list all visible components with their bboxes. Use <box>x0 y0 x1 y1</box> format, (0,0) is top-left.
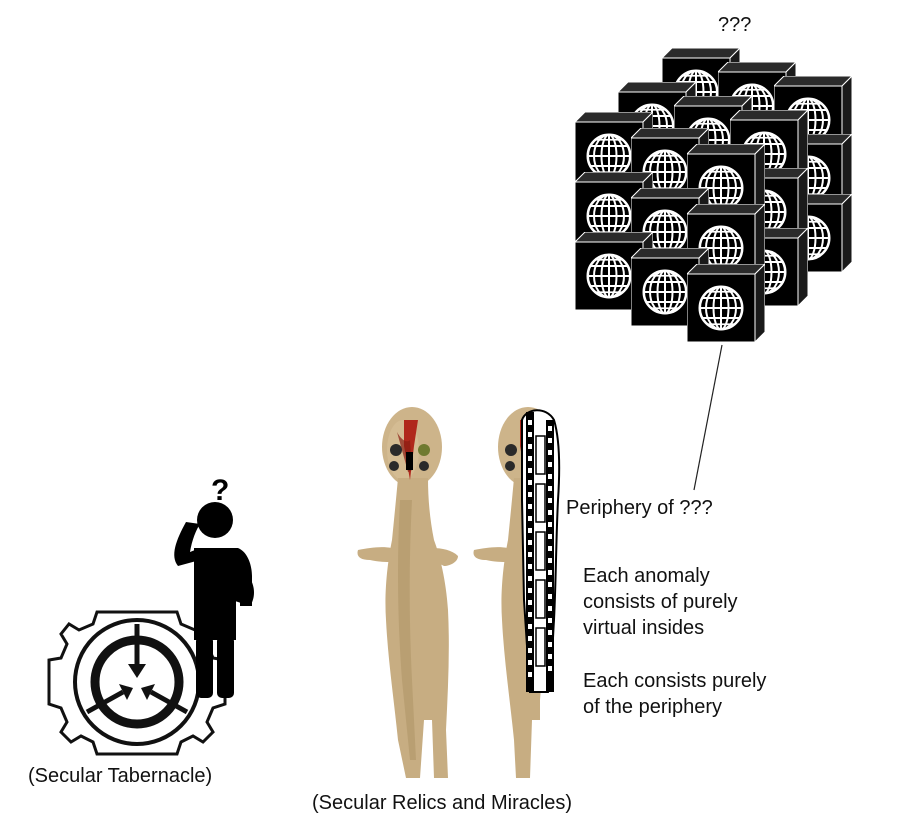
statue-figure <box>357 407 458 778</box>
note-virtual-insides: Each anomaly consists of purely virtual … <box>583 563 813 641</box>
cube-title: ??? <box>718 14 752 36</box>
film-strip-icon <box>521 409 561 693</box>
globe-cube <box>687 264 765 342</box>
note-line: consists of purely <box>583 591 738 613</box>
note-line: virtual insides <box>583 617 705 639</box>
relics-caption: (Secular Relics and Miracles) <box>312 792 573 814</box>
periphery-label: Periphery of ??? <box>566 497 713 519</box>
note-periphery: Each consists purely of the periphery <box>583 668 813 720</box>
globe-cube-cluster <box>575 48 852 342</box>
scp-emblem-icon <box>47 610 227 756</box>
thinking-person-icon <box>174 502 254 698</box>
note-line: Each consists purely <box>583 670 767 692</box>
note-line: of the periphery <box>583 696 722 718</box>
note-line: Each anomaly <box>583 565 710 587</box>
statue-figure-film-half <box>473 407 561 778</box>
pointer-line <box>693 344 723 491</box>
question-mark: ? <box>211 474 229 507</box>
tabernacle-caption: (Secular Tabernacle) <box>28 765 213 787</box>
